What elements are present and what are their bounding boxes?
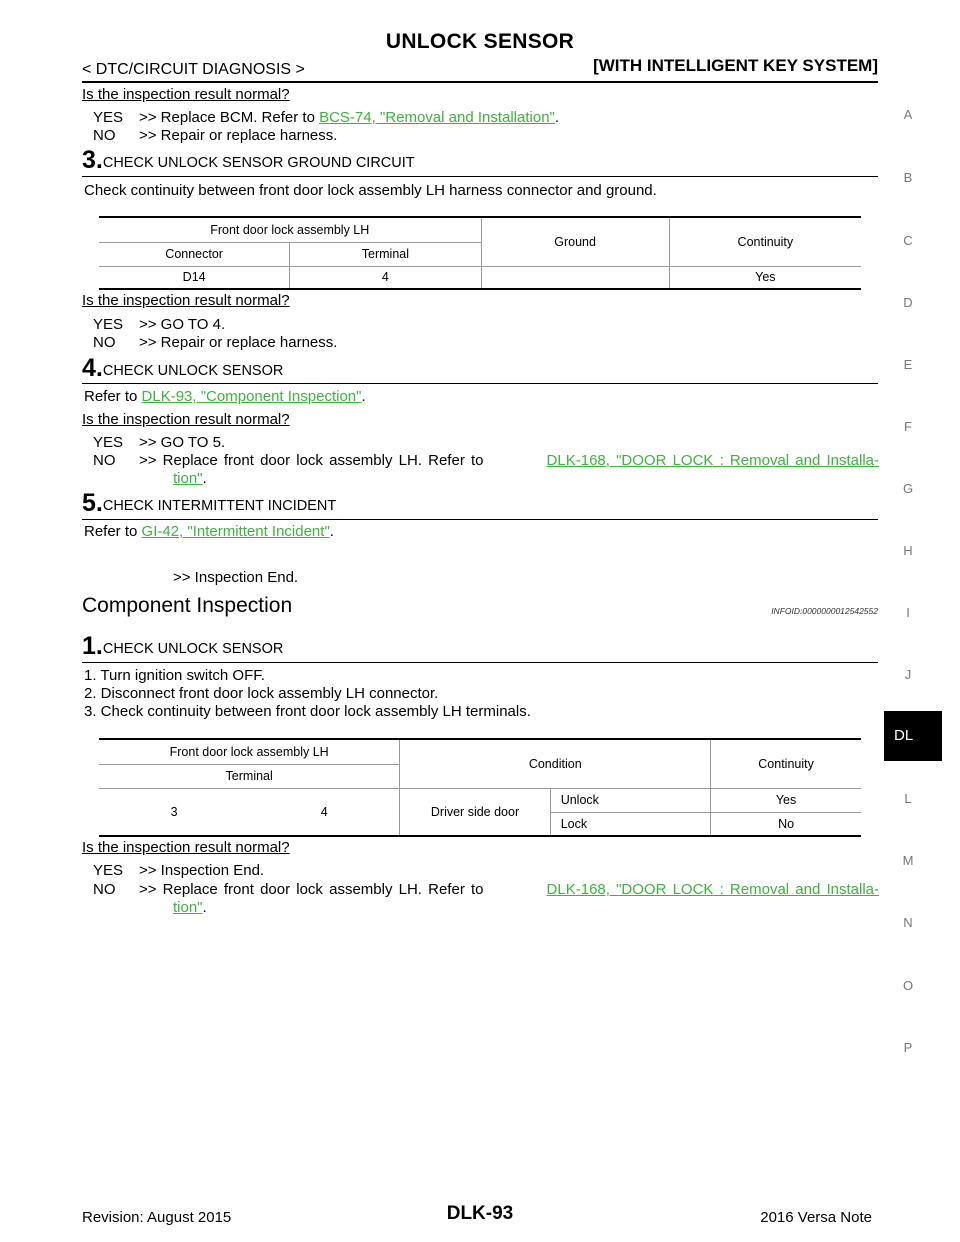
side-letter-i[interactable]: I <box>906 605 910 620</box>
q1-yes-text: >> Replace BCM. Refer to BCS-74, "Remova… <box>139 109 560 126</box>
dlk-168-link[interactable]: DLK-168, "DOOR LOCK : Removal and Instal… <box>546 881 879 898</box>
ground-continuity-table: Front door lock assembly LH Ground Conti… <box>99 216 861 290</box>
qc-no-text: >> Replace front door lock assembly LH. … <box>139 881 879 898</box>
cell-terminal-b: 4 <box>249 788 400 837</box>
side-letter-b[interactable]: B <box>903 170 913 185</box>
q4-yes-text: >> GO TO 5. <box>139 434 226 451</box>
side-letter-n[interactable]: N <box>903 915 913 930</box>
cell-connector: D14 <box>99 266 291 290</box>
cell-terminal-a: 3 <box>99 788 250 837</box>
side-letter-j[interactable]: J <box>904 667 912 682</box>
instruction-3: 3. Check continuity between front door l… <box>84 703 531 720</box>
section-title: Component Inspection <box>82 594 293 617</box>
qc-yes-text: >> Inspection End. <box>139 862 265 879</box>
question-1: Is the inspection result normal? <box>82 86 290 103</box>
q1-no-text: >> Repair or replace harness. <box>139 127 338 144</box>
step-4-heading: 4.CHECK UNLOCK SENSOR <box>82 354 284 382</box>
qc-no-label: NO <box>93 881 116 898</box>
col-terminal: Terminal <box>289 242 481 267</box>
dlk-93-link[interactable]: DLK-93, "Component Inspection" <box>141 388 362 405</box>
cell-continuity-unlock: Yes <box>710 788 861 813</box>
dlk-168-link-cont[interactable]: tion" <box>173 899 203 916</box>
cell-state-unlock: Unlock <box>550 788 712 813</box>
step-5-refer: Refer to GI-42, "Intermittent Incident". <box>84 523 334 540</box>
table-group-header: Front door lock assembly LH <box>99 216 481 243</box>
step-5-result: >> Inspection End. <box>173 569 299 586</box>
page-title: UNLOCK SENSOR <box>385 30 575 53</box>
q3-no-text: >> Repair or replace harness. <box>139 334 338 351</box>
col-connector: Connector <box>99 242 291 267</box>
side-letter-h[interactable]: H <box>903 543 913 558</box>
breadcrumb: < DTC/CIRCUIT DIAGNOSIS > <box>82 61 305 78</box>
table-row: D14 4 Yes <box>99 266 861 290</box>
question-3: Is the inspection result normal? <box>82 292 290 309</box>
dlk-168-link[interactable]: DLK-168, "DOOR LOCK : Removal and Instal… <box>546 452 879 469</box>
cell-continuity-lock: No <box>710 812 861 837</box>
q3-yes-label: YES <box>93 316 124 333</box>
step-4-divider <box>82 383 878 384</box>
side-letter-o[interactable]: O <box>902 978 914 993</box>
side-letter-a[interactable]: A <box>903 107 913 122</box>
step-5-heading: 5.CHECK INTERMITTENT INCIDENT <box>82 489 337 517</box>
q4-yes-label: YES <box>93 434 124 451</box>
col-continuity: Continuity <box>669 216 861 267</box>
side-letter-p[interactable]: P <box>903 1040 913 1055</box>
table-row: Lock No <box>99 812 861 837</box>
qc-yes-label: YES <box>93 862 124 879</box>
side-letter-f[interactable]: F <box>904 419 912 434</box>
col-continuity: Continuity <box>710 738 861 789</box>
cell-terminal: 4 <box>289 266 482 290</box>
step-3-heading: 3.CHECK UNLOCK SENSOR GROUND CIRCUIT <box>82 146 415 174</box>
gi-42-link[interactable]: GI-42, "Intermittent Incident" <box>141 523 330 540</box>
q3-no-label: NO <box>93 334 116 351</box>
system-label: [WITH INTELLIGENT KEY SYSTEM] <box>593 56 878 75</box>
side-letter-m[interactable]: M <box>902 853 914 868</box>
page-number: DLK-93 <box>446 1203 514 1224</box>
dlk-168-link-cont[interactable]: tion" <box>173 470 203 487</box>
side-letter-l[interactable]: L <box>904 791 912 806</box>
cell-ground <box>481 266 670 290</box>
instruction-1: 1. Turn ignition switch OFF. <box>84 667 265 684</box>
step-3-description: Check continuity between front door lock… <box>84 182 657 199</box>
side-letter-g[interactable]: G <box>902 481 914 496</box>
model-year: 2016 Versa Note <box>760 1209 872 1226</box>
col-terminal: Terminal <box>99 764 400 789</box>
component-step-divider <box>82 662 878 663</box>
revision-date: Revision: August 2015 <box>82 1209 232 1226</box>
question-4: Is the inspection result normal? <box>82 411 290 428</box>
cell-state-lock: Lock <box>550 812 712 837</box>
col-condition: Condition <box>399 738 712 789</box>
q3-yes-text: >> GO TO 4. <box>139 316 226 333</box>
bcs-74-link[interactable]: BCS-74, "Removal and Installation" <box>319 109 555 126</box>
side-tab-dl[interactable]: DL <box>884 711 942 761</box>
q4-no-text-cont: tion". <box>173 470 207 487</box>
component-step-1-heading: 1.CHECK UNLOCK SENSOR <box>82 632 284 660</box>
terminal-continuity-table: Front door lock assembly LH Condition Co… <box>99 738 861 837</box>
step-5-divider <box>82 519 878 520</box>
q1-no-label: NO <box>93 127 116 144</box>
q4-no-label: NO <box>93 452 116 469</box>
qc-no-text-cont: tion". <box>173 899 207 916</box>
col-ground: Ground <box>480 216 670 267</box>
side-letter-d[interactable]: D <box>903 295 913 310</box>
side-letter-c[interactable]: C <box>903 233 913 248</box>
info-id: INFOID:0000000012542552 <box>771 606 878 616</box>
side-letter-e[interactable]: E <box>903 357 913 372</box>
cell-continuity: Yes <box>669 266 861 290</box>
question-component: Is the inspection result normal? <box>82 839 290 856</box>
cell-condition: Driver side door <box>399 788 551 837</box>
q4-no-text: >> Replace front door lock assembly LH. … <box>139 452 879 469</box>
table-row: 3 4 Driver side door Unlock Yes <box>99 788 861 837</box>
q1-yes-label: YES <box>93 109 124 126</box>
step-4-refer: Refer to DLK-93, "Component Inspection". <box>84 388 366 405</box>
table-group-header: Front door lock assembly LH <box>99 738 400 765</box>
instruction-2: 2. Disconnect front door lock assembly L… <box>84 685 439 702</box>
step-3-divider <box>82 176 878 177</box>
header-divider <box>82 81 878 83</box>
